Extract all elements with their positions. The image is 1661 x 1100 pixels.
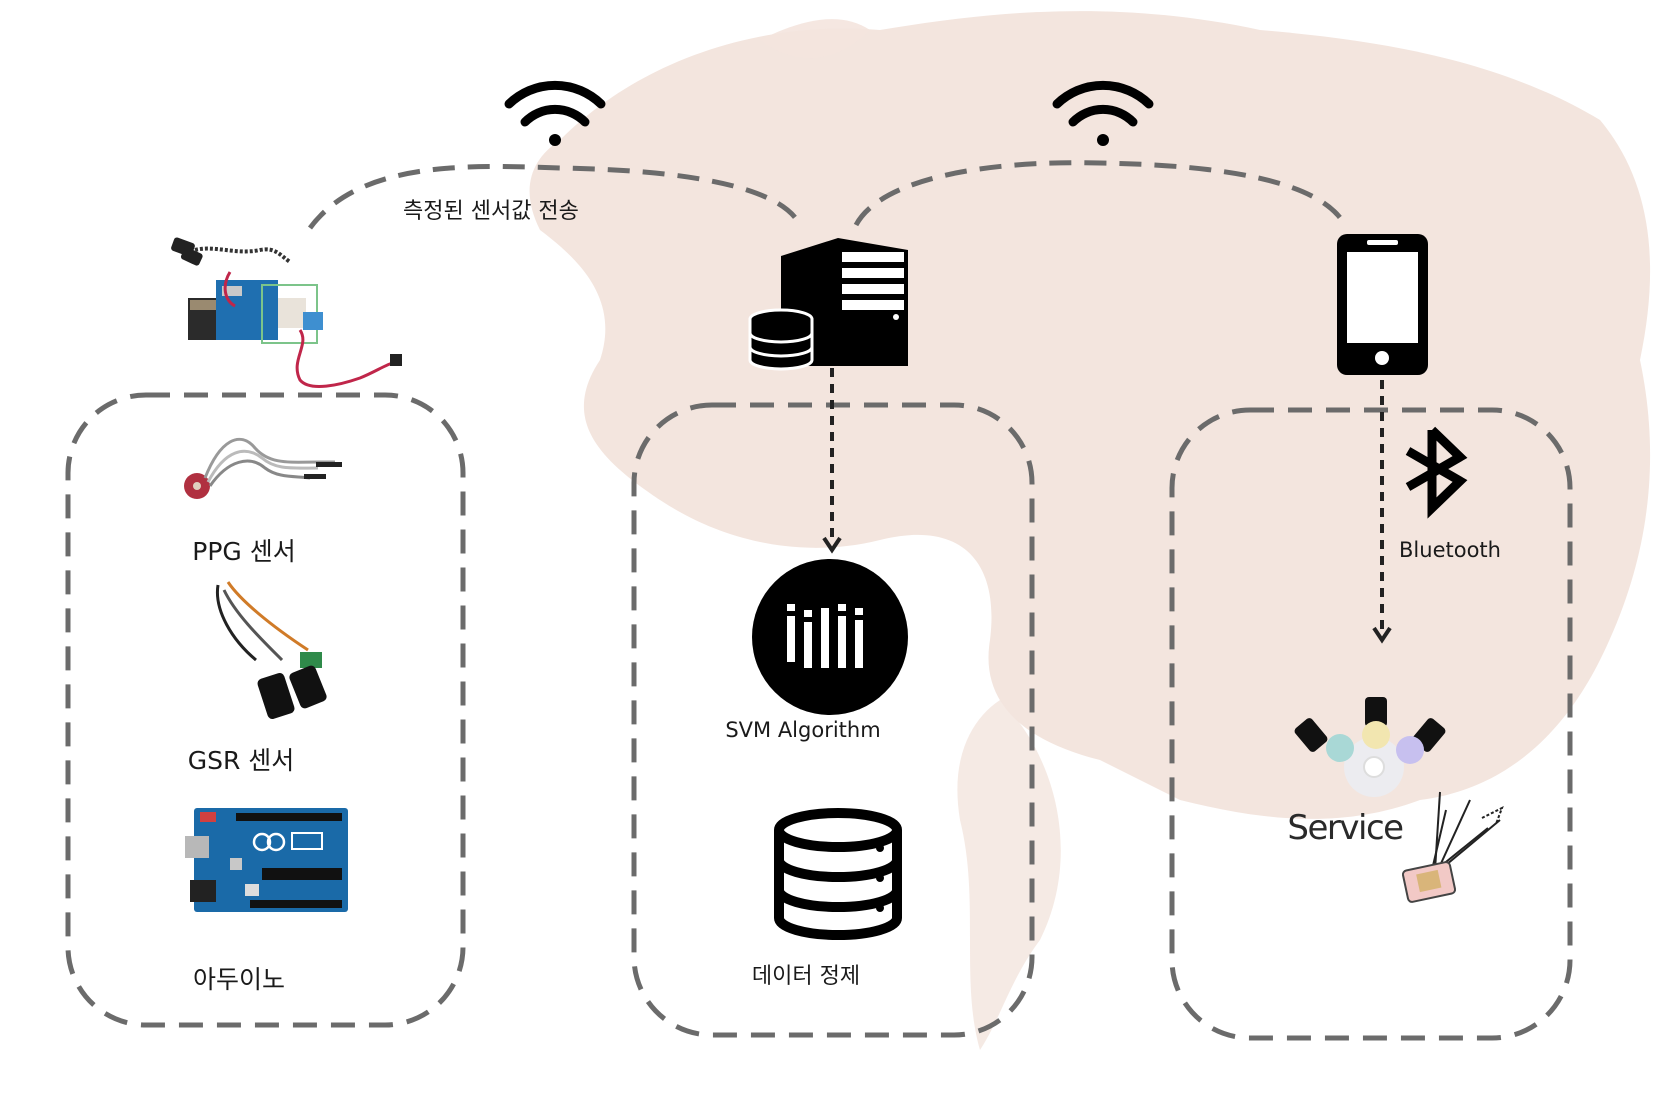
wifi-icon [1052,80,1154,146]
server-to-phone-arc [853,160,1348,227]
gsr-sensor-image [215,581,327,719]
data-refine-label: 데이터 정제 [751,964,861,989]
wifi-icon [504,80,606,146]
svm-algorithm-label: SVM Algorithm [725,718,881,742]
service-label: Service [1287,808,1404,848]
gsr-sensor-label: GSR 센서 [187,746,295,775]
sensor-section-box [65,392,466,1028]
mobile-section-box [1169,407,1573,1041]
server-to-svm-arrow [822,368,842,554]
transmit-label: 측정된 센서값 전송 [403,199,579,224]
arduino-label: 아두이노 [192,965,286,994]
phone-to-service-arrow [1372,380,1392,644]
database-icon [774,808,902,940]
ppg-sensor-label: PPG 센서 [192,537,296,566]
sensor-assembly-image [171,237,402,388]
watercolor-background [529,11,1651,1050]
bluetooth-label: Bluetooth [1399,538,1501,562]
diffuser-icon [1401,791,1504,903]
sensor-to-server-arc [307,164,803,230]
ppg-sensor-image [184,437,342,499]
bluetooth-icon [1405,426,1468,519]
arduino-board-image [185,808,348,912]
server-icon [748,238,908,371]
smartphone-icon [1337,234,1428,375]
smart-bulb-icon [1294,697,1446,797]
svm-logo-icon [752,559,908,715]
server-database-icon [748,308,814,371]
